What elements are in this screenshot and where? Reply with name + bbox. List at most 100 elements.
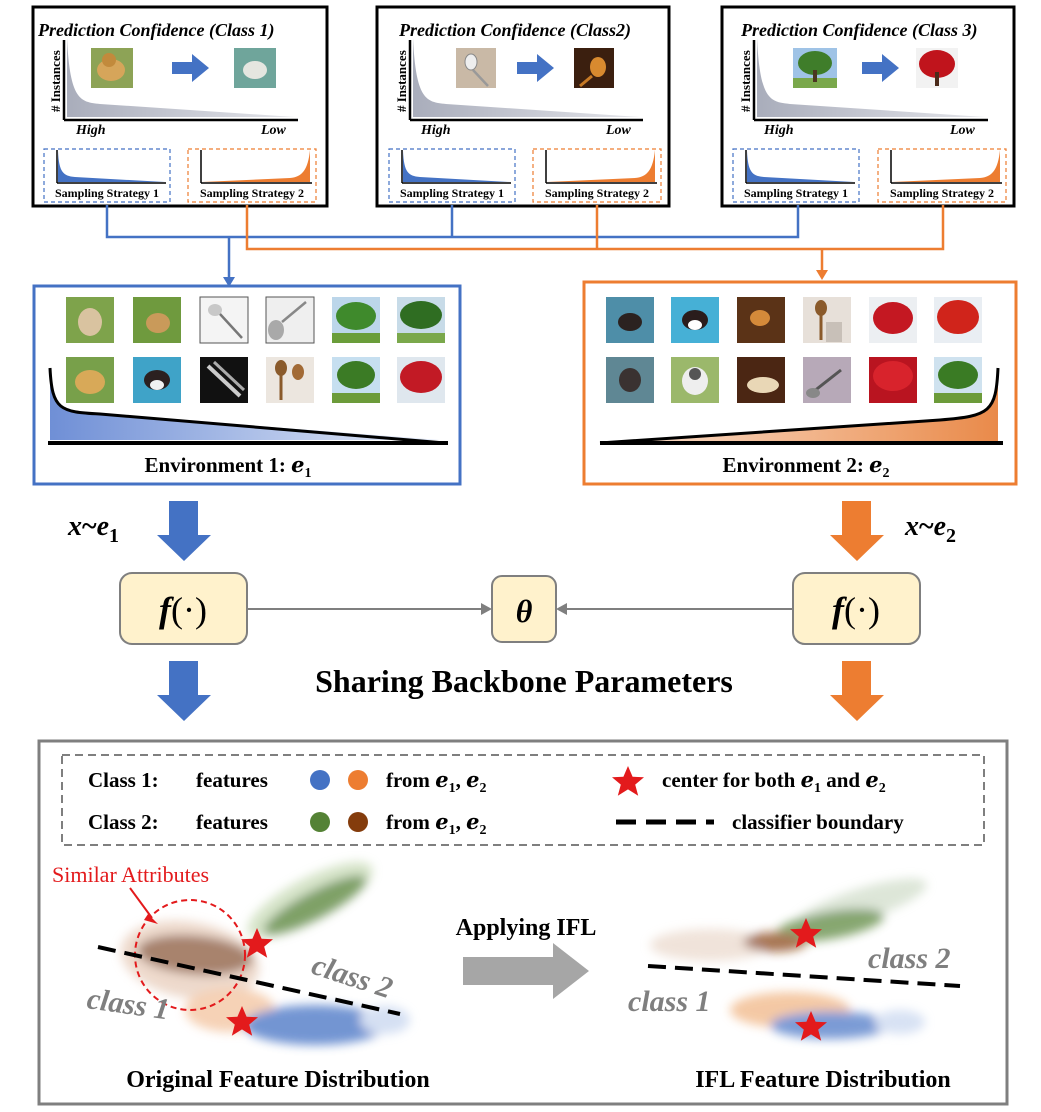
backbone-node-left: f(·) xyxy=(119,572,248,645)
y-axis-label: # Instances xyxy=(48,50,63,112)
red-star-icon xyxy=(241,928,273,958)
sampling-strategy-1-box: Sampling Strategy 1 xyxy=(43,148,171,203)
theta-label: θ xyxy=(516,593,533,629)
original-feature-scatter xyxy=(97,861,410,1045)
panel3-title: Prediction Confidence (Class 3) xyxy=(740,20,978,41)
dog-in-water-photo-icon xyxy=(606,357,654,403)
legend-class1-label: Class 1: xyxy=(88,768,159,792)
dog-photo-icon xyxy=(671,357,719,403)
legend-boundary-text: classifier boundary xyxy=(732,810,904,834)
ifl-class2-label: class 2 xyxy=(868,942,951,975)
arrow-right-gray xyxy=(463,943,589,999)
shared-backbone-caption: Sharing Backbone Parameters xyxy=(315,663,733,699)
green-feature-dot xyxy=(310,812,330,832)
low-label: Low xyxy=(949,123,976,138)
legend: Class 1: features from e1, e2 Class 2: f… xyxy=(61,754,985,846)
sampling-strategy-1-box: Sampling Strategy 1 xyxy=(388,148,516,203)
similar-attributes-pointer xyxy=(129,887,153,919)
red-tree-photo-icon xyxy=(934,297,982,343)
dog-photo-icon xyxy=(66,357,114,403)
arrow-left-gray xyxy=(556,603,567,615)
green-tree-photo-icon xyxy=(793,48,837,88)
red-star-icon xyxy=(612,766,644,796)
red-star-icon xyxy=(795,1011,827,1041)
dog-photo-icon xyxy=(91,48,133,88)
legend-class2-label: Class 2: xyxy=(88,810,159,834)
panel2-title: Prediction Confidence (Class2) xyxy=(398,20,631,41)
ifl-caption: IFL Feature Distribution xyxy=(695,1067,951,1093)
arrow-down-blue xyxy=(157,661,211,721)
orange-feature-dot xyxy=(348,770,368,790)
env2-image-grid xyxy=(606,297,982,403)
legend-class1-source: from e1, e2 xyxy=(386,767,486,796)
similar-attributes-label: Similar Attributes xyxy=(52,862,209,887)
spoon-photo-icon xyxy=(199,296,249,344)
dog-in-water-photo-icon xyxy=(671,297,719,343)
original-boundary xyxy=(97,945,401,1016)
legend-class1-features: features xyxy=(196,768,268,792)
env1-distribution xyxy=(48,367,448,445)
spoon-photo-icon xyxy=(265,296,315,344)
env2-distribution xyxy=(599,367,1003,445)
sampling-strategy-1-box: Sampling Strategy 1 xyxy=(732,148,860,203)
blue-connectors xyxy=(105,205,800,278)
low-label: Low xyxy=(260,123,287,138)
spoon-photo-icon xyxy=(456,48,496,88)
sampling-strategy-2-box: Sampling Strategy 2 xyxy=(877,148,1007,203)
sampling-strategy-2-box: Sampling Strategy 2 xyxy=(532,148,662,203)
dog-in-water-photo-icon xyxy=(606,297,654,343)
legend-class2-features: features xyxy=(196,810,268,834)
env1-image-grid xyxy=(66,296,445,403)
sample-from-env2-label: x~e2 xyxy=(904,511,956,547)
low-label: Low xyxy=(605,123,632,138)
arrow-right-icon xyxy=(172,54,209,82)
arrow-down-blue xyxy=(223,277,235,287)
arrow-right-gray xyxy=(481,603,492,615)
panel1-title: Prediction Confidence (Class 1) xyxy=(37,20,275,41)
confidence-histogram xyxy=(752,38,988,122)
high-label: High xyxy=(420,123,451,138)
spoon-photo-icon xyxy=(803,357,851,403)
wooden-spoon-photo-icon xyxy=(737,297,785,343)
wooden-spoon-photo-icon xyxy=(574,48,614,88)
applying-ifl-label: Applying IFL xyxy=(456,915,597,941)
confidence-histogram xyxy=(408,38,643,122)
backbone-node-right: f(·) xyxy=(792,572,921,645)
strategy2-label: Sampling Strategy 2 xyxy=(890,186,994,200)
strategy1-label: Sampling Strategy 1 xyxy=(55,186,159,200)
confidence-panel-class1: Prediction Confidence (Class 1) # Instan… xyxy=(31,5,329,208)
environment-1-panel: Environment 1: e1 xyxy=(32,284,462,486)
svg-text:f(·): f(·) xyxy=(159,590,207,630)
y-axis-label: # Instances xyxy=(394,50,409,112)
dog-photo-icon xyxy=(66,297,114,343)
strategy1-label: Sampling Strategy 1 xyxy=(744,186,848,200)
arrow-right-icon xyxy=(862,54,899,82)
red-tree-photo-icon xyxy=(869,357,917,403)
shared-parameters-node: θ xyxy=(491,575,557,643)
ifl-class1-label: class 1 xyxy=(628,985,711,1018)
blue-feature-dot xyxy=(310,770,330,790)
green-tree-photo-icon xyxy=(934,357,982,403)
y-axis-label: # Instances xyxy=(738,50,753,112)
orange-connectors xyxy=(245,205,945,271)
svg-text:f(·): f(·) xyxy=(832,590,880,630)
high-label: High xyxy=(763,123,794,138)
legend-class2-source: from e1, e2 xyxy=(386,809,486,838)
confidence-histogram xyxy=(62,38,298,122)
dog-in-water-photo-icon xyxy=(133,357,181,403)
wooden-spoon-photo-icon xyxy=(266,357,314,403)
wooden-spoon-photo-icon xyxy=(737,357,785,403)
strategy2-label: Sampling Strategy 2 xyxy=(545,186,649,200)
arrow-down-blue xyxy=(157,501,211,561)
red-tree-photo-icon xyxy=(916,48,958,88)
environment-2-label: Environment 2: e2 xyxy=(723,452,890,481)
sample-from-env1-label: x~e1 xyxy=(67,511,119,547)
arrow-down-orange xyxy=(830,661,884,721)
sampling-strategy-2-box: Sampling Strategy 2 xyxy=(187,148,317,203)
strategy2-label: Sampling Strategy 2 xyxy=(200,186,304,200)
strategy1-label: Sampling Strategy 1 xyxy=(400,186,504,200)
green-tree-photo-icon xyxy=(332,297,380,343)
wooden-spoon-photo-icon xyxy=(803,297,851,343)
confidence-panel-class2: Prediction Confidence (Class2) # Instanc… xyxy=(375,5,671,208)
